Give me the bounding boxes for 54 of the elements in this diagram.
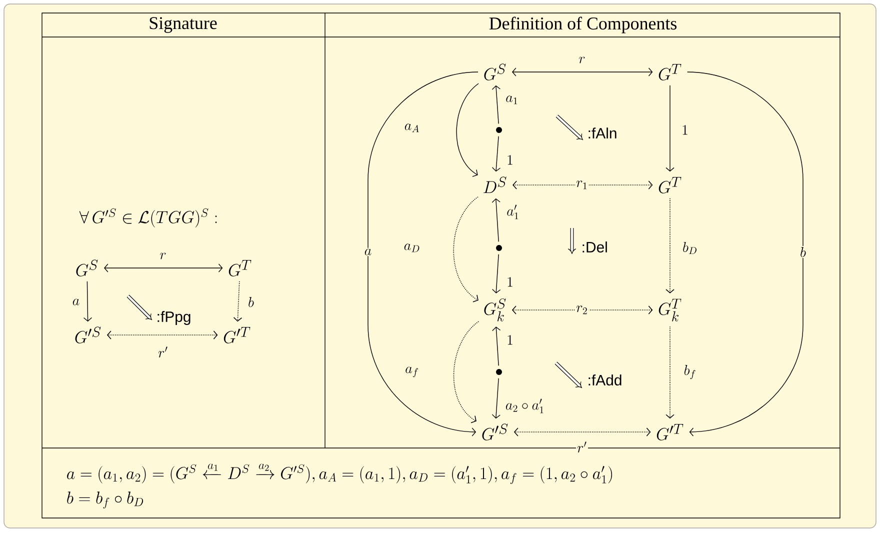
formula: $a = (a_1, a_2) = (G^S \xleftarrow{a_1} D^S \xrightarrow{a_2} G'^S), a_A = (a_1, 1), a_D = (a'_1, 1), a_f = (1, a_2 \circ a'_1)$: [67, 464, 612, 484]
object-label: $G_k^S$: [484, 298, 506, 322]
edge-label: $r'$: [157, 346, 169, 358]
arrow: [492, 198, 500, 242]
object-label: $G'^S$: [482, 424, 508, 440]
object-label: $D^S$: [484, 176, 506, 194]
rule-label: :fPpg: [158, 311, 190, 325]
object-label: $G^S$: [76, 260, 98, 276]
arrow: [512, 306, 653, 314]
arrow: [453, 321, 479, 424]
edge-label: $b_D$: [682, 240, 698, 256]
edge-label: $b$: [247, 296, 255, 308]
arrow: [104, 264, 223, 272]
arrow: [666, 85, 674, 172]
arrow: [492, 85, 501, 124]
arrow: [233, 280, 242, 322]
object-label: $G_k^T$: [658, 298, 682, 322]
formula: $b = b_f \circ b_D$: [67, 492, 144, 509]
edge-label: $a_2 \circ a'_1$: [504, 398, 546, 414]
edge-label: $r_1$: [575, 180, 589, 190]
arrow: [514, 428, 651, 436]
object-label: $G^T$: [228, 260, 252, 276]
object-label: $G^T$: [658, 177, 682, 194]
arrow: [512, 68, 653, 76]
arrow: [368, 72, 478, 436]
arrow: [106, 330, 218, 340]
rule-label: :fAln: [588, 128, 616, 138]
edge-label: $a'_1$: [506, 204, 520, 220]
arrow: [512, 180, 653, 190]
edge-label: $b$: [799, 246, 807, 258]
object-label: $G'^T$: [224, 327, 250, 344]
formula: $\forall\, G'^S \in \mathcal{L}(TGG)^S :$: [79, 208, 217, 228]
arrow: [492, 254, 501, 294]
arrow: [666, 326, 674, 419]
rule-label: :fAdd: [588, 374, 622, 386]
arrow: [492, 326, 501, 366]
edge-label: $a_1$: [504, 94, 520, 106]
arrow: [492, 136, 501, 172]
object-label: $G^S$: [484, 64, 506, 80]
object-label: $G'^T$: [656, 424, 684, 440]
column-header: Definition of Components: [489, 16, 676, 34]
edge-label: $a_f$: [404, 366, 420, 378]
column-header: Signature: [150, 17, 217, 33]
rule-label: :Del: [582, 242, 607, 252]
arrow: [666, 198, 674, 294]
arrow: [456, 83, 479, 177]
arrow: [492, 378, 500, 419]
edge-label: $r_2$: [575, 304, 589, 316]
object-label: $G^T$: [658, 64, 682, 80]
object-label: $G'^S$: [75, 326, 101, 344]
arrow: [686, 72, 804, 436]
arrow: [83, 281, 92, 322]
edge-label: $r'$: [576, 440, 588, 454]
arrow: [453, 196, 478, 302]
